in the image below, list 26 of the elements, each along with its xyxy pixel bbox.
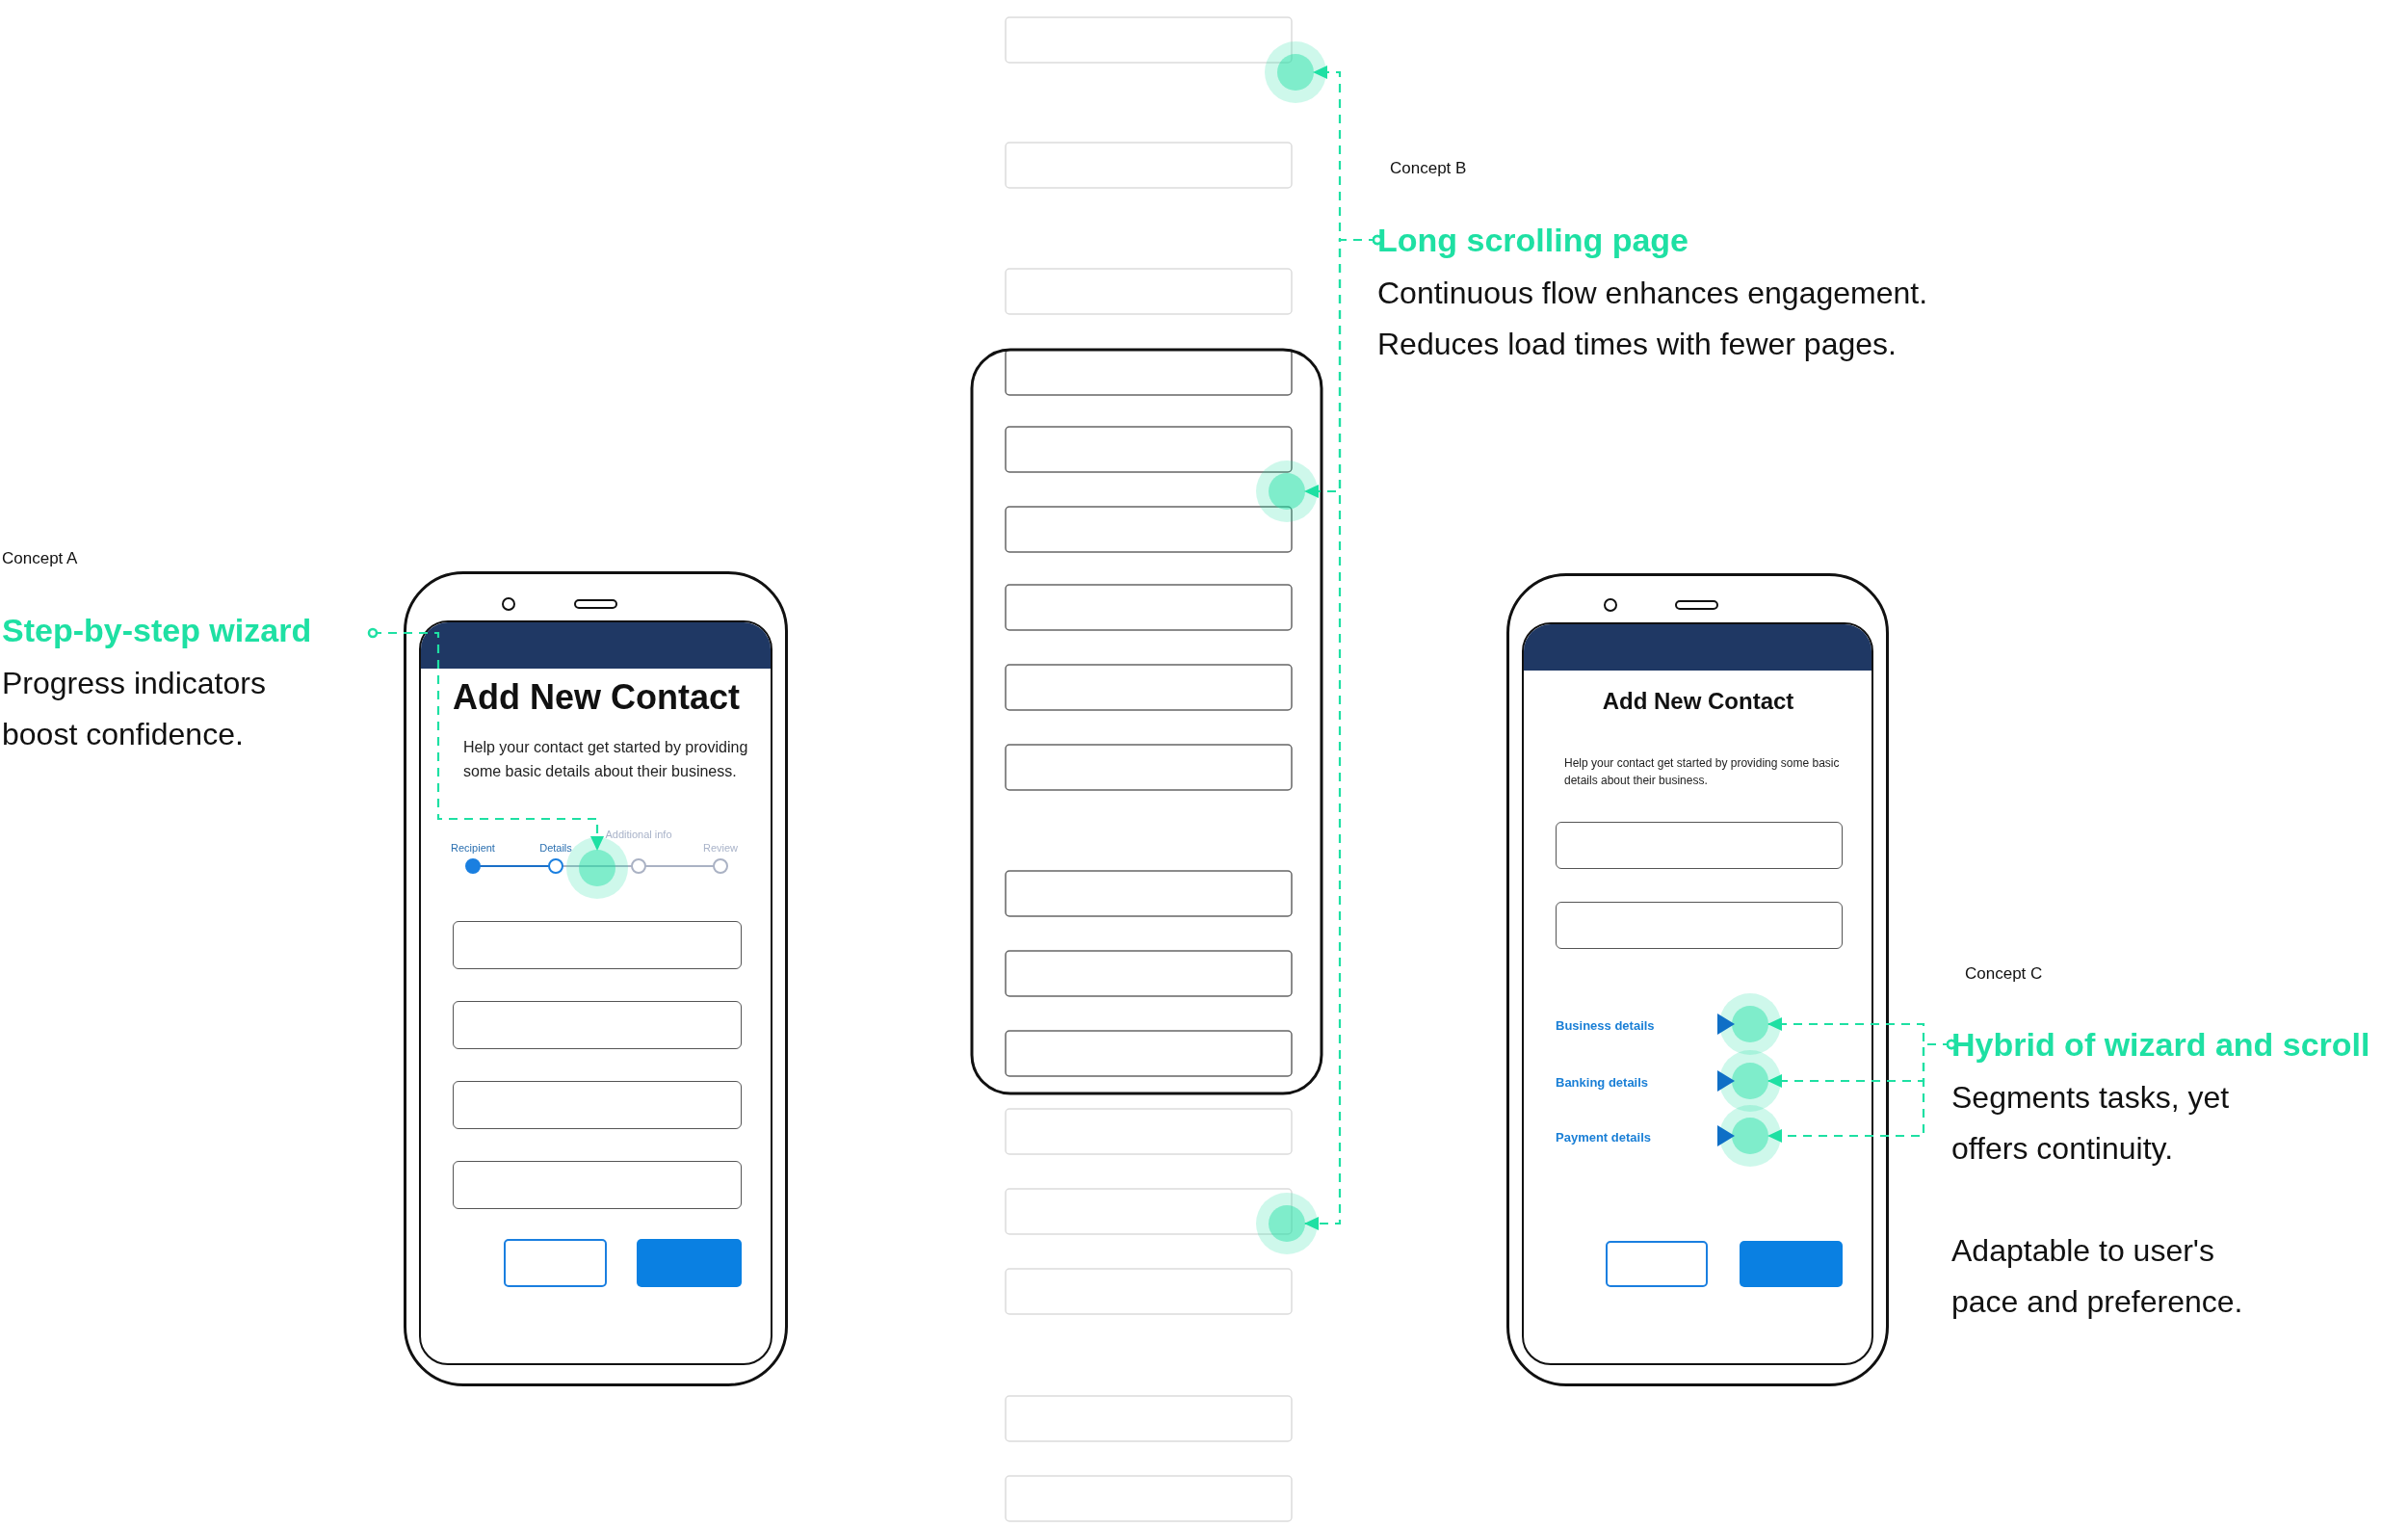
phone-frame	[1506, 573, 1889, 1386]
section-link: Business details	[1556, 1017, 1655, 1034]
form-description: Help your contact get started by providing some basic details about their business.	[1564, 755, 1841, 789]
concept-heading: Step-by-step wizard	[2, 611, 312, 650]
concept-description: Segments tasks, yet offers continuity.	[1951, 1079, 2231, 1168]
concept-heading: Hybrid of wizard and scroll	[1951, 1025, 2370, 1065]
form-title: Add New Contact	[452, 677, 741, 718]
step-label: Recipient	[450, 841, 496, 856]
section-link: Banking details	[1556, 1074, 1649, 1091]
concept-description: Progress indicators boost confidence.	[2, 665, 267, 753]
concept-description: Continuous flow enhances engagement. Reduces load times with fewer pages.	[1377, 275, 1929, 363]
form-description: Help your contact get started by providing some basic details about their business.	[463, 738, 749, 781]
form-title: Add New Contact	[1601, 688, 1795, 715]
concept-heading: Long scrolling page	[1377, 221, 1689, 260]
concept-label: Concept A	[2, 548, 78, 568]
leader-arrow	[367, 627, 604, 851]
leader-arrow	[1304, 234, 1383, 1230]
step-label: Details	[538, 841, 573, 856]
concept-label: Concept B	[1390, 158, 1467, 178]
section-link: Payment details	[1556, 1129, 1651, 1145]
concept-label: Concept C	[1965, 963, 2043, 984]
phone-frame	[404, 571, 788, 1386]
step-label: Additional info	[605, 829, 672, 841]
leader-arrow	[1767, 1039, 1957, 1143]
step-label: Review	[701, 841, 740, 856]
concept-description: Adaptable to user's pace and preference.	[1951, 1232, 2244, 1321]
